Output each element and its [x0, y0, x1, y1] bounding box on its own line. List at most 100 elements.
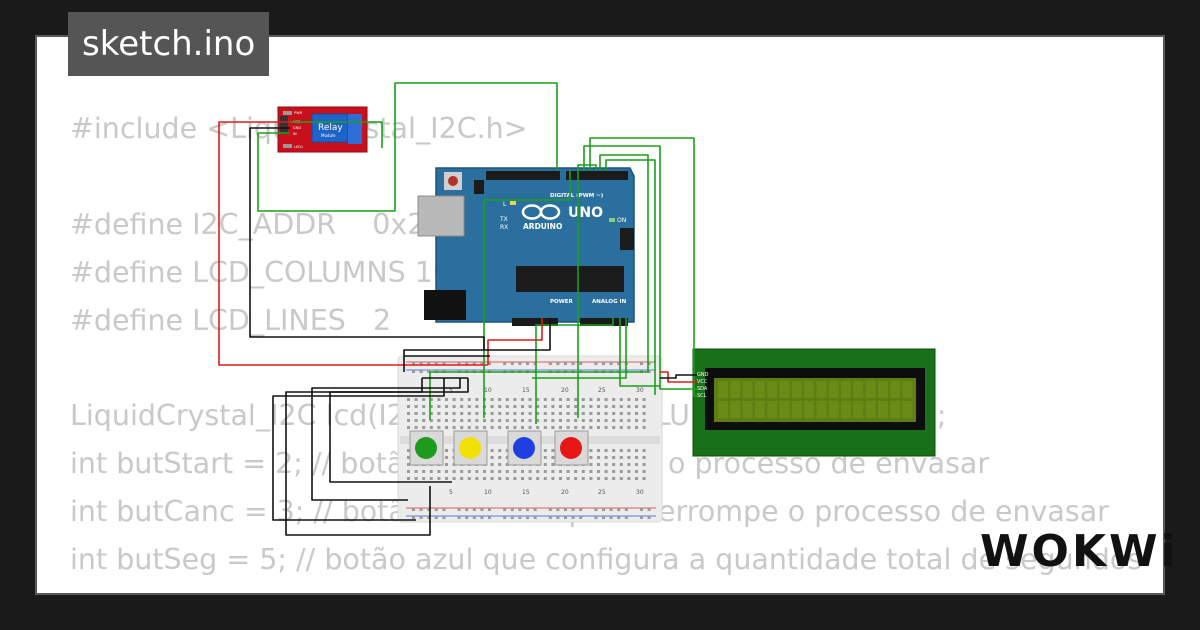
breadboard-hole[interactable]: [627, 419, 631, 422]
breadboard-hole[interactable]: [483, 426, 486, 429]
breadboard-hole[interactable]: [627, 470, 631, 473]
breadboard-rail-hole[interactable]: [617, 362, 621, 365]
breadboard-hole[interactable]: [619, 419, 623, 422]
breadboard-rail-hole[interactable]: [533, 508, 537, 511]
breadboard-rail-hole[interactable]: [510, 362, 514, 365]
breadboard-hole[interactable]: [407, 398, 410, 401]
breadboard-rail-hole[interactable]: [556, 362, 560, 365]
breadboard-rail-hole[interactable]: [419, 516, 423, 519]
breadboard-hole[interactable]: [604, 412, 608, 415]
breadboard-hole[interactable]: [407, 426, 410, 429]
breadboard-rail-hole[interactable]: [472, 362, 476, 365]
breadboard-rail-hole[interactable]: [556, 508, 560, 511]
breadboard-hole[interactable]: [445, 477, 448, 480]
breadboard-hole[interactable]: [505, 470, 509, 473]
breadboard-hole[interactable]: [604, 456, 608, 459]
breadboard-rail-hole[interactable]: [518, 508, 522, 511]
breadboard-hole[interactable]: [635, 470, 638, 473]
breadboard-hole[interactable]: [452, 405, 456, 408]
breadboard-hole[interactable]: [627, 463, 631, 466]
breadboard-hole[interactable]: [635, 477, 638, 480]
breadboard-hole[interactable]: [635, 456, 638, 459]
breadboard-hole[interactable]: [551, 405, 555, 408]
breadboard-hole[interactable]: [604, 477, 608, 480]
breadboard-hole[interactable]: [559, 419, 562, 422]
breadboard-hole[interactable]: [505, 412, 509, 415]
breadboard-hole[interactable]: [635, 426, 638, 429]
breadboard-rail-hole[interactable]: [434, 508, 438, 511]
breadboard-hole[interactable]: [536, 412, 540, 415]
breadboard-rail-hole[interactable]: [624, 508, 628, 511]
breadboard-hole[interactable]: [604, 470, 608, 473]
breadboard-hole[interactable]: [612, 398, 616, 401]
breadboard-rail-hole[interactable]: [465, 516, 469, 519]
breadboard-hole[interactable]: [528, 405, 532, 408]
breadboard-hole[interactable]: [483, 419, 486, 422]
breadboard-hole[interactable]: [627, 456, 631, 459]
breadboard-hole[interactable]: [543, 398, 547, 401]
breadboard-hole[interactable]: [445, 456, 448, 459]
breadboard-hole[interactable]: [551, 449, 555, 452]
breadboard-hole[interactable]: [612, 405, 616, 408]
breadboard-hole[interactable]: [467, 405, 471, 408]
breadboard-rail-hole[interactable]: [571, 508, 575, 511]
breadboard-hole[interactable]: [445, 470, 448, 473]
breadboard-hole[interactable]: [475, 398, 479, 401]
breadboard-rail-hole[interactable]: [503, 516, 507, 519]
breadboard-hole[interactable]: [505, 405, 509, 408]
breadboard-hole[interactable]: [642, 477, 646, 480]
breadboard-hole[interactable]: [498, 426, 502, 429]
breadboard-hole[interactable]: [528, 412, 532, 415]
breadboard-hole[interactable]: [566, 412, 570, 415]
breadboard-hole[interactable]: [429, 405, 433, 408]
breadboard-rail-hole[interactable]: [472, 508, 476, 511]
breadboard-hole[interactable]: [460, 470, 464, 473]
breadboard-hole[interactable]: [581, 477, 585, 480]
breadboard-hole[interactable]: [460, 412, 464, 415]
breadboard-hole[interactable]: [597, 463, 600, 466]
breadboard-rail-hole[interactable]: [412, 508, 415, 511]
breadboard-hole[interactable]: [612, 449, 616, 452]
breadboard-hole[interactable]: [475, 405, 479, 408]
yellow-cancel-button[interactable]: [453, 430, 488, 466]
breadboard-hole[interactable]: [642, 419, 646, 422]
breadboard-hole[interactable]: [566, 405, 570, 408]
breadboard-rail-hole[interactable]: [465, 362, 469, 365]
breadboard-hole[interactable]: [574, 398, 578, 401]
breadboard-hole[interactable]: [597, 470, 600, 473]
breadboard-rail-hole[interactable]: [457, 516, 461, 519]
breadboard-rail-hole[interactable]: [503, 508, 507, 511]
breadboard-hole[interactable]: [543, 470, 547, 473]
breadboard-hole[interactable]: [551, 470, 555, 473]
breadboard-rail-hole[interactable]: [518, 516, 522, 519]
breadboard-hole[interactable]: [581, 470, 585, 473]
breadboard-hole[interactable]: [422, 470, 426, 473]
breadboard-hole[interactable]: [513, 426, 517, 429]
breadboard-hole[interactable]: [498, 449, 502, 452]
blue-seconds-button[interactable]: [507, 430, 542, 466]
breadboard-hole[interactable]: [574, 412, 578, 415]
breadboard-rail-hole[interactable]: [480, 362, 484, 365]
breadboard-rail-hole[interactable]: [602, 516, 605, 519]
breadboard-rail-hole[interactable]: [564, 508, 567, 511]
breadboard-hole[interactable]: [407, 456, 410, 459]
breadboard-hole[interactable]: [619, 398, 623, 401]
breadboard-rail-hole[interactable]: [617, 508, 621, 511]
breadboard-rail-hole[interactable]: [624, 516, 628, 519]
breadboard-hole[interactable]: [559, 470, 562, 473]
breadboard-hole[interactable]: [551, 419, 555, 422]
breadboard-rail-hole[interactable]: [647, 370, 651, 373]
breadboard-hole[interactable]: [505, 419, 509, 422]
breadboard-hole[interactable]: [460, 426, 464, 429]
breadboard-hole[interactable]: [589, 470, 593, 473]
breadboard-hole[interactable]: [642, 470, 646, 473]
breadboard-hole[interactable]: [437, 398, 441, 401]
breadboard-rail-hole[interactable]: [510, 508, 514, 511]
breadboard-hole[interactable]: [574, 470, 578, 473]
breadboard-hole[interactable]: [429, 398, 433, 401]
breadboard-hole[interactable]: [574, 477, 578, 480]
breadboard-hole[interactable]: [536, 477, 540, 480]
breadboard-hole[interactable]: [467, 477, 471, 480]
breadboard-hole[interactable]: [422, 426, 426, 429]
breadboard-hole[interactable]: [543, 412, 547, 415]
